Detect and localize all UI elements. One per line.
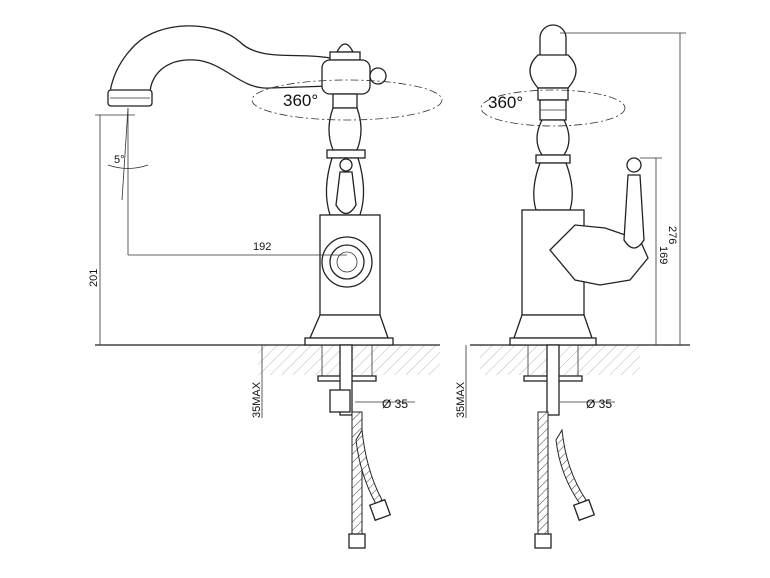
total-height-label: 276 (666, 226, 678, 244)
hose-1-right (537, 411, 549, 535)
hose-2-right (555, 428, 587, 505)
max-thickness-label-right: 35MAX (455, 381, 467, 418)
hole-diameter-label-right: Ø 35 (586, 397, 612, 411)
hole-diameter-label-left: Ø 35 (382, 397, 408, 411)
spout (109, 25, 331, 95)
countertop-right (480, 345, 640, 375)
left-view: 360° 5° 192 201 35MAX Ø 35 (88, 25, 443, 549)
angle-label: 5° (114, 154, 125, 166)
decorative-base-right (513, 314, 593, 339)
rotation-ellipse-right (480, 89, 626, 127)
top-cap (335, 43, 355, 53)
decorative-base-left (309, 314, 389, 339)
rotation-ellipse-left (251, 79, 443, 121)
handle-height-label: 169 (657, 246, 669, 264)
rotation-label-right: 360° (488, 93, 523, 112)
rotation-label-left: 360° (283, 91, 318, 110)
height-label: 201 (88, 269, 100, 287)
reach-label: 192 (253, 241, 271, 253)
hose-1-left (351, 411, 363, 535)
handle-right (623, 174, 645, 249)
handle-left (335, 171, 357, 215)
right-view: 360° 169 276 35MAX Ø 35 (455, 24, 690, 549)
max-thickness-label-left: 35MAX (251, 381, 263, 418)
mounting-shank-right (546, 344, 560, 416)
outlet-circle (321, 236, 373, 288)
